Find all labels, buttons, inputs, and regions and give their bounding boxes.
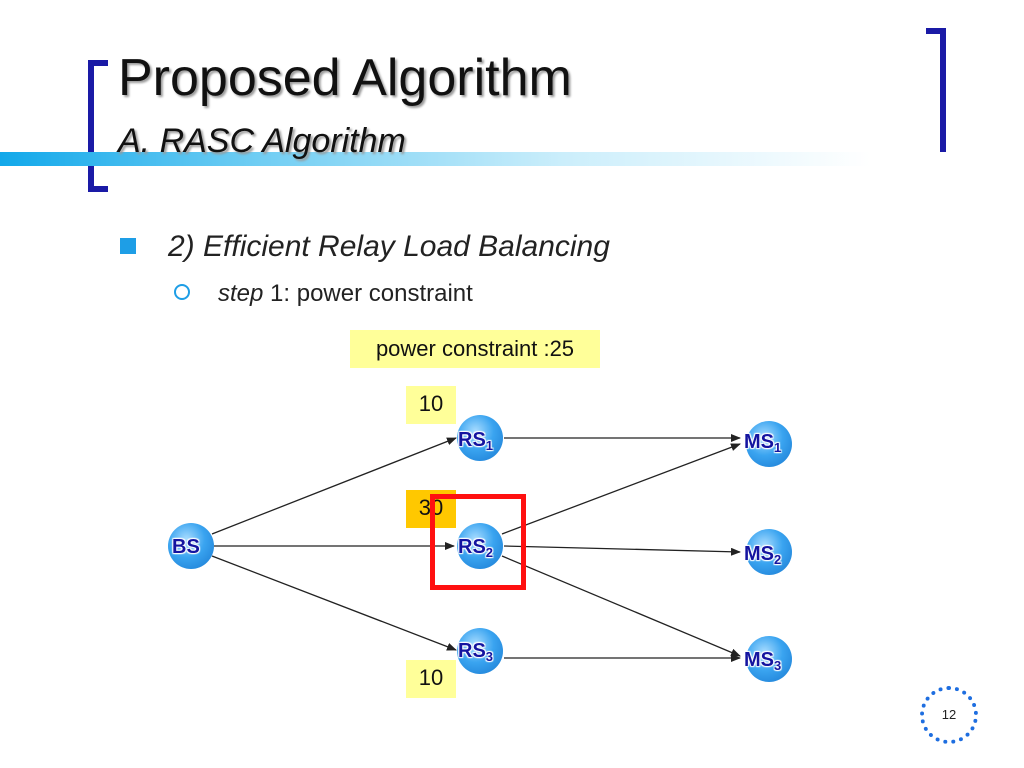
node-rs2 [457,523,503,569]
label-ms2: MS2 [744,543,782,567]
power-constraint-label: power constraint :25 [350,330,600,368]
rs2-highlight-box [430,494,526,590]
bullet-text: 2) Efficient Relay Load Balancing [168,230,610,263]
slide-title: Proposed Algorithm [118,49,572,107]
edge-bs-rs3 [211,555,457,651]
circle-bullet-icon [174,284,190,300]
load-box-rs1: 10 [406,386,456,424]
step-word: step [218,280,264,307]
node-ms2 [746,529,792,575]
edge-bs-rs1 [211,437,457,535]
edge-rs2-ms2 [503,545,741,556]
label-ms3: MS3 [744,649,782,673]
node-ms1 [746,421,792,467]
left-bracket-decoration [88,60,108,192]
square-bullet-icon [120,238,136,254]
label-bs: BS [172,536,200,558]
label-rs3: RS3 [458,640,494,664]
label-rs2: RS2 [458,536,494,560]
edge-rs2-ms3 [501,555,741,657]
edge-rs2-ms1 [501,443,741,535]
slide-subtitle: A. RASC Algorithm [118,122,406,160]
load-box-rs3: 10 [406,660,456,698]
node-rs3 [457,628,503,674]
step-description: 1: power constraint [263,280,473,307]
node-rs1 [457,415,503,461]
node-ms3 [746,636,792,682]
title-underline-bar [0,152,1024,166]
label-rs1: RS1 [458,429,494,453]
label-ms1: MS1 [744,431,782,455]
node-bs [168,523,214,569]
sub-bullet-text: step 1: power constraint [218,280,473,308]
page-number: 12 [920,686,978,744]
